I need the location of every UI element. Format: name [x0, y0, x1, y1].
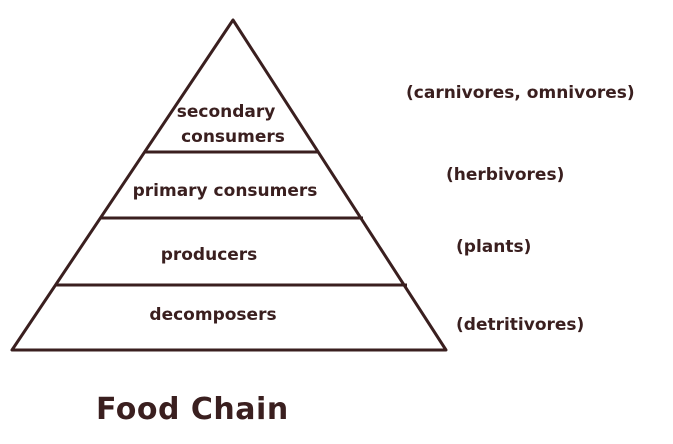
tier-label-decomposers: decomposers — [149, 305, 276, 325]
pyramid-outline — [10, 18, 448, 352]
diagram-title: Food Chain — [96, 392, 289, 427]
note-carnivores-omnivores: (carnivores, omnivores) — [406, 83, 635, 103]
note-detritivores: (detritivores) — [456, 315, 584, 335]
tier-label-producers: producers — [161, 245, 258, 265]
tier-label-secondary-consumers: secondary consumers — [177, 102, 285, 147]
note-plants: (plants) — [456, 237, 531, 257]
note-herbivores: (herbivores) — [446, 165, 564, 185]
tier-label-primary-consumers: primary consumers — [133, 181, 318, 201]
tier-label-line: consumers — [181, 127, 285, 147]
tier-label-line: secondary — [177, 102, 276, 122]
